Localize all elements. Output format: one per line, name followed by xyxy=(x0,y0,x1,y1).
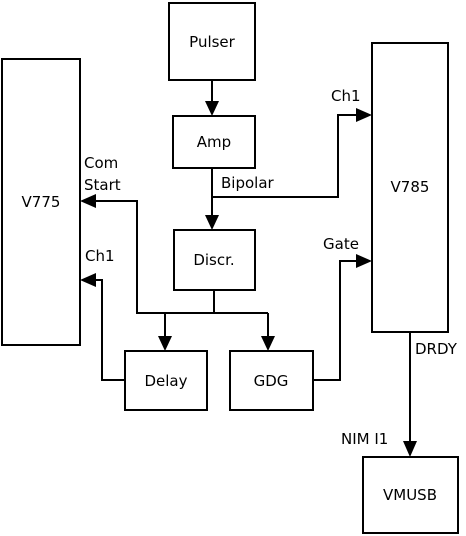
bipolar-label: Bipolar xyxy=(221,174,275,192)
v775-ch1-label: Ch1 xyxy=(85,247,115,265)
arrow-delay-input xyxy=(158,336,172,351)
gdg-block: GDG xyxy=(229,350,314,411)
v785-gate-label: Gate xyxy=(323,235,359,253)
vmusb-label: VMUSB xyxy=(383,486,437,504)
v785-block: V785 xyxy=(371,42,449,333)
discr-block: Discr. xyxy=(173,229,256,291)
delay-block: Delay xyxy=(124,350,208,411)
discr-label: Discr. xyxy=(193,251,234,269)
amp-block: Amp xyxy=(172,115,256,169)
wire-bipolar-v785-ch1 xyxy=(212,114,358,198)
delay-label: Delay xyxy=(144,372,187,390)
v785-ch1-label: Ch1 xyxy=(331,87,361,105)
wire-delay-v775-ch1 xyxy=(94,279,125,381)
v775-block: V775 xyxy=(1,58,81,346)
pulser-block: Pulser xyxy=(168,2,256,81)
arrow-v785-ch1 xyxy=(356,108,372,122)
v775-com-label: Com xyxy=(84,154,118,172)
arrow-vmusb-input xyxy=(403,441,417,457)
nim-i1-label: NIM I1 xyxy=(341,430,388,448)
vmusb-block: VMUSB xyxy=(362,456,459,534)
gdg-label: GDG xyxy=(254,372,289,390)
pulser-label: Pulser xyxy=(189,33,235,51)
v775-start-label: Start xyxy=(84,176,121,194)
wire-gdg-v785-gate xyxy=(313,260,358,381)
v775-label: V775 xyxy=(22,193,61,211)
arrow-v775-start xyxy=(80,194,96,208)
wire-split-v775-start xyxy=(94,200,214,314)
arrow-gdg-input xyxy=(261,336,275,351)
arrow-v775-ch1 xyxy=(80,273,96,287)
v785-label: V785 xyxy=(391,178,430,196)
arrow-discr-input xyxy=(205,215,219,230)
arrow-amp-input xyxy=(205,101,219,116)
arrow-v785-gate xyxy=(356,254,372,268)
drdy-label: DRDY xyxy=(415,340,458,358)
amp-label: Amp xyxy=(197,133,231,151)
